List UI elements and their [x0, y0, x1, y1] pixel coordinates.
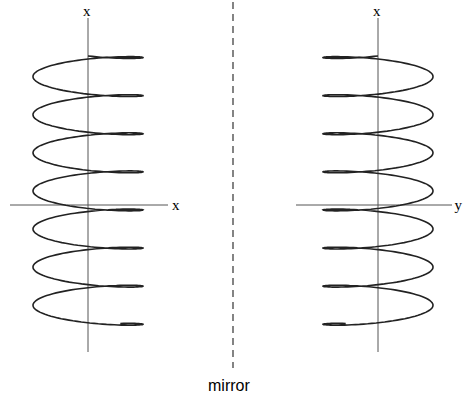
- mirror-label: mirror: [208, 378, 250, 394]
- axis-line: [378, 18, 379, 352]
- axis-line: [88, 18, 89, 352]
- left-helix: [33, 56, 143, 325]
- axis-line: [296, 205, 452, 206]
- right-helix: [323, 56, 433, 325]
- axis-line: [10, 205, 168, 206]
- axis-label: x: [172, 198, 180, 213]
- axis-label: x: [373, 4, 381, 19]
- axis-label: y: [455, 198, 463, 213]
- axis-label: x: [83, 4, 91, 19]
- mirror-line: [232, 2, 233, 368]
